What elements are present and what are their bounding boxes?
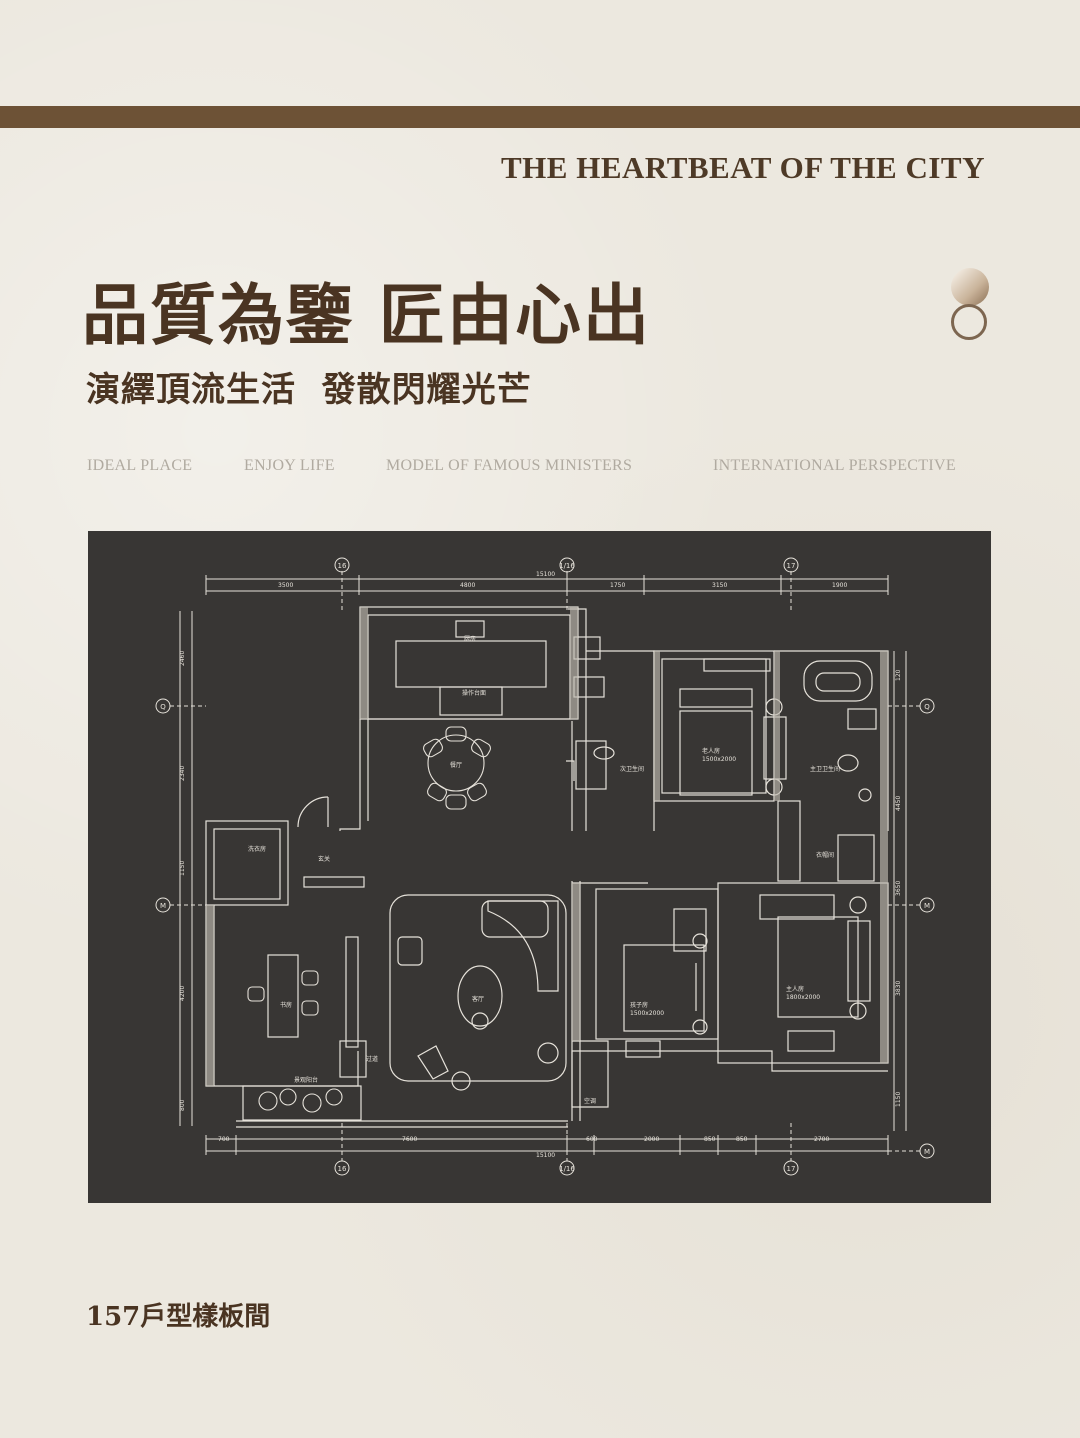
room-entry: 玄关 [318, 855, 330, 863]
dim-top-1: 3500 [278, 582, 293, 589]
room-master: 主人房 [786, 985, 804, 993]
dim-bottom-5: 850 [704, 1136, 716, 1143]
dim-bottom-7: 2700 [814, 1136, 829, 1143]
room-corridor: 过道 [366, 1055, 378, 1063]
dim-left-1: 2460 [179, 651, 186, 666]
axis-q-left: Q [160, 703, 166, 711]
room-living: 客厅 [472, 995, 484, 1003]
dim-right-1: 120 [895, 669, 902, 681]
axis-m-left: M [160, 902, 166, 910]
room-child-bed: 1500x2000 [630, 1010, 664, 1017]
room-laundry: 洗衣房 [248, 845, 266, 853]
dim-right-3: 3650 [895, 881, 902, 896]
keyword-model-ministers: MODEL OF FAMOUS MINISTERS [386, 457, 633, 474]
room-elder-bed: 1500x2000 [702, 756, 736, 763]
room-guest-bath: 次卫生间 [620, 765, 644, 773]
dim-left-3: 1150 [179, 861, 186, 876]
dim-top-total: 15100 [536, 571, 555, 578]
axis-16-bottom: 16 [338, 1165, 347, 1173]
keyword-international: INTERNATIONAL PERSPECTIVE [713, 457, 956, 474]
axis-16-top: 16 [338, 562, 347, 570]
dim-right-4: 3830 [895, 981, 902, 996]
room-kitchen: 厨房 [464, 635, 476, 643]
subheadline: 演繹頂流生活 發散閃耀光芒 [86, 370, 532, 410]
dim-right-2: 4450 [895, 796, 902, 811]
room-master-bath: 主卫卫生间 [810, 765, 840, 773]
dim-top-4: 3150 [712, 582, 727, 589]
room-child: 孩子房 [630, 1001, 648, 1009]
label-counter: 操作台面 [462, 689, 486, 697]
headline: 品質為鑒 匠由心出 [82, 276, 651, 354]
dim-bottom-3: 600 [586, 1136, 598, 1143]
room-balcony: 景观阳台 [294, 1076, 318, 1084]
dim-left-5: 800 [179, 1099, 186, 1111]
dim-bottom-4: 2000 [644, 1136, 659, 1143]
axis-mid-top: 1/16 [559, 562, 575, 570]
dim-top-5: 1900 [832, 582, 847, 589]
axis-17-top: 17 [787, 562, 796, 570]
tagline: THE HEARTBEAT OF THE CITY [501, 150, 985, 185]
dim-top-3: 1750 [610, 582, 625, 589]
room-study: 书房 [280, 1001, 292, 1009]
decorative-circles-icon [951, 268, 989, 340]
floor-plan-drawing: 3500 4800 15100 1750 3150 1900 700 7600 … [155, 557, 935, 1176]
dim-bottom-6: 850 [736, 1136, 748, 1143]
dim-bottom-2: 7600 [402, 1136, 417, 1143]
dim-right-5: 1150 [895, 1092, 902, 1107]
axis-m2-right: M [924, 1148, 930, 1156]
dim-bottom-1: 700 [218, 1136, 230, 1143]
room-master-bed: 1800x2000 [786, 994, 820, 1001]
floorplan-caption: 157戶型樣板間 [86, 1302, 271, 1332]
axis-q-right: Q [924, 703, 930, 711]
dim-left-4: 4200 [179, 986, 186, 1001]
keyword-ideal-place: IDEAL PLACE [87, 457, 193, 474]
room-closet: 衣帽间 [816, 851, 834, 859]
dim-top-2: 4800 [460, 582, 475, 589]
axis-17-bottom: 17 [787, 1165, 796, 1173]
top-brown-bar [0, 106, 1080, 128]
floor-plan-panel: 3500 4800 15100 1750 3150 1900 700 7600 … [88, 531, 991, 1203]
axis-mid-bottom: 1/16 [559, 1165, 575, 1173]
label-ac: 空调 [584, 1097, 596, 1105]
axis-m-right: M [924, 902, 930, 910]
dim-left-2: 2340 [179, 766, 186, 781]
keyword-enjoy-life: ENJOY LIFE [244, 457, 335, 474]
room-dining: 餐厅 [450, 761, 462, 769]
dim-bottom-total: 15100 [536, 1152, 555, 1159]
room-elder: 老人房 [702, 747, 720, 755]
